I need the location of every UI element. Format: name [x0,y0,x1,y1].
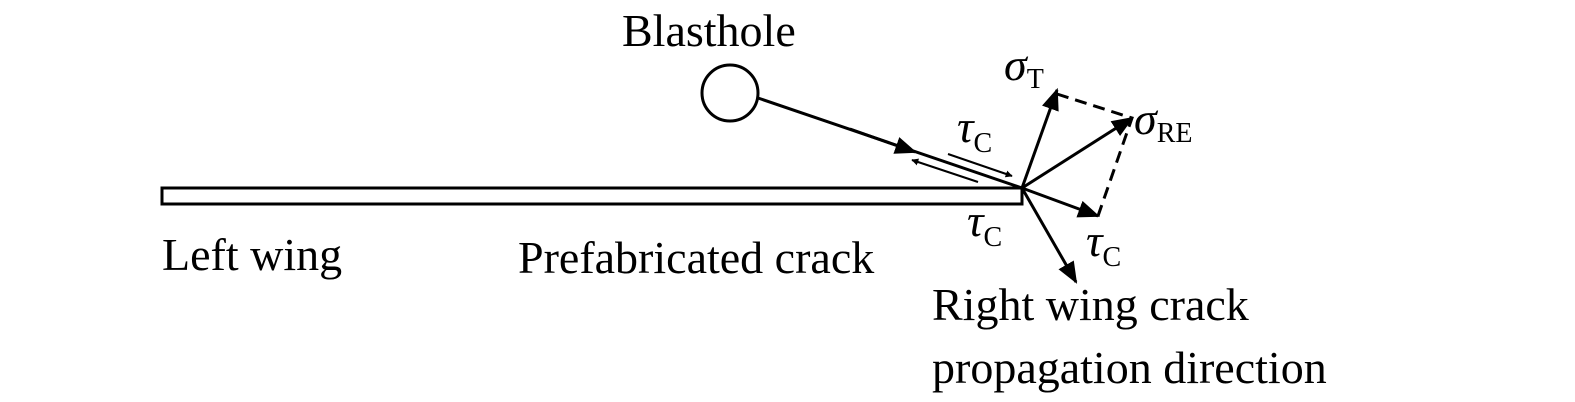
tau-c-tip-subscript: C [983,222,1002,253]
tau-c-shear-subscript: C [973,128,992,159]
prefabricated-crack-shape [160,186,1024,206]
shear-arrow-upper [947,153,1013,178]
shear-arrow-lower [911,158,979,183]
sigma-re-symbol: σ [1134,93,1159,144]
tau-c-shear-symbol: τ [957,101,975,152]
sigma-re-arrow [1021,116,1134,190]
tau-c-right-subscript: C [1102,242,1121,273]
prefabricated-crack-label: Prefabricated crack [518,232,874,283]
sigma-t-symbol: σ [1004,39,1029,90]
right-wing-propagation-arrow [1020,187,1078,284]
tau-c-arrow [1021,186,1101,218]
left-wing-label: Left wing [162,229,342,280]
tau-c-shear-label: τC [957,101,992,159]
sigma-re-subscript: RE [1157,118,1193,149]
right-wing-label-line2: propagation direction [932,342,1327,393]
sigma-re-label: σRE [1134,93,1192,149]
sigma-t-subscript: T [1027,64,1044,95]
tau-c-tip-label: τC [967,195,1002,253]
tau-c-right-label: τC [1086,215,1121,273]
sigma-t-arrow [1020,87,1059,189]
tau-c-right-symbol: τ [1086,215,1104,266]
tau-c-tip-symbol: τ [967,195,985,246]
force-parallelogram-dashed [1056,92,1134,217]
blasthole-label: Blasthole [622,5,796,56]
sigma-t-label: σT [1004,39,1044,95]
blasthole-circle [700,63,760,123]
right-wing-label-line1: Right wing crack [932,279,1249,330]
blasthole-link-arrow [849,127,918,154]
